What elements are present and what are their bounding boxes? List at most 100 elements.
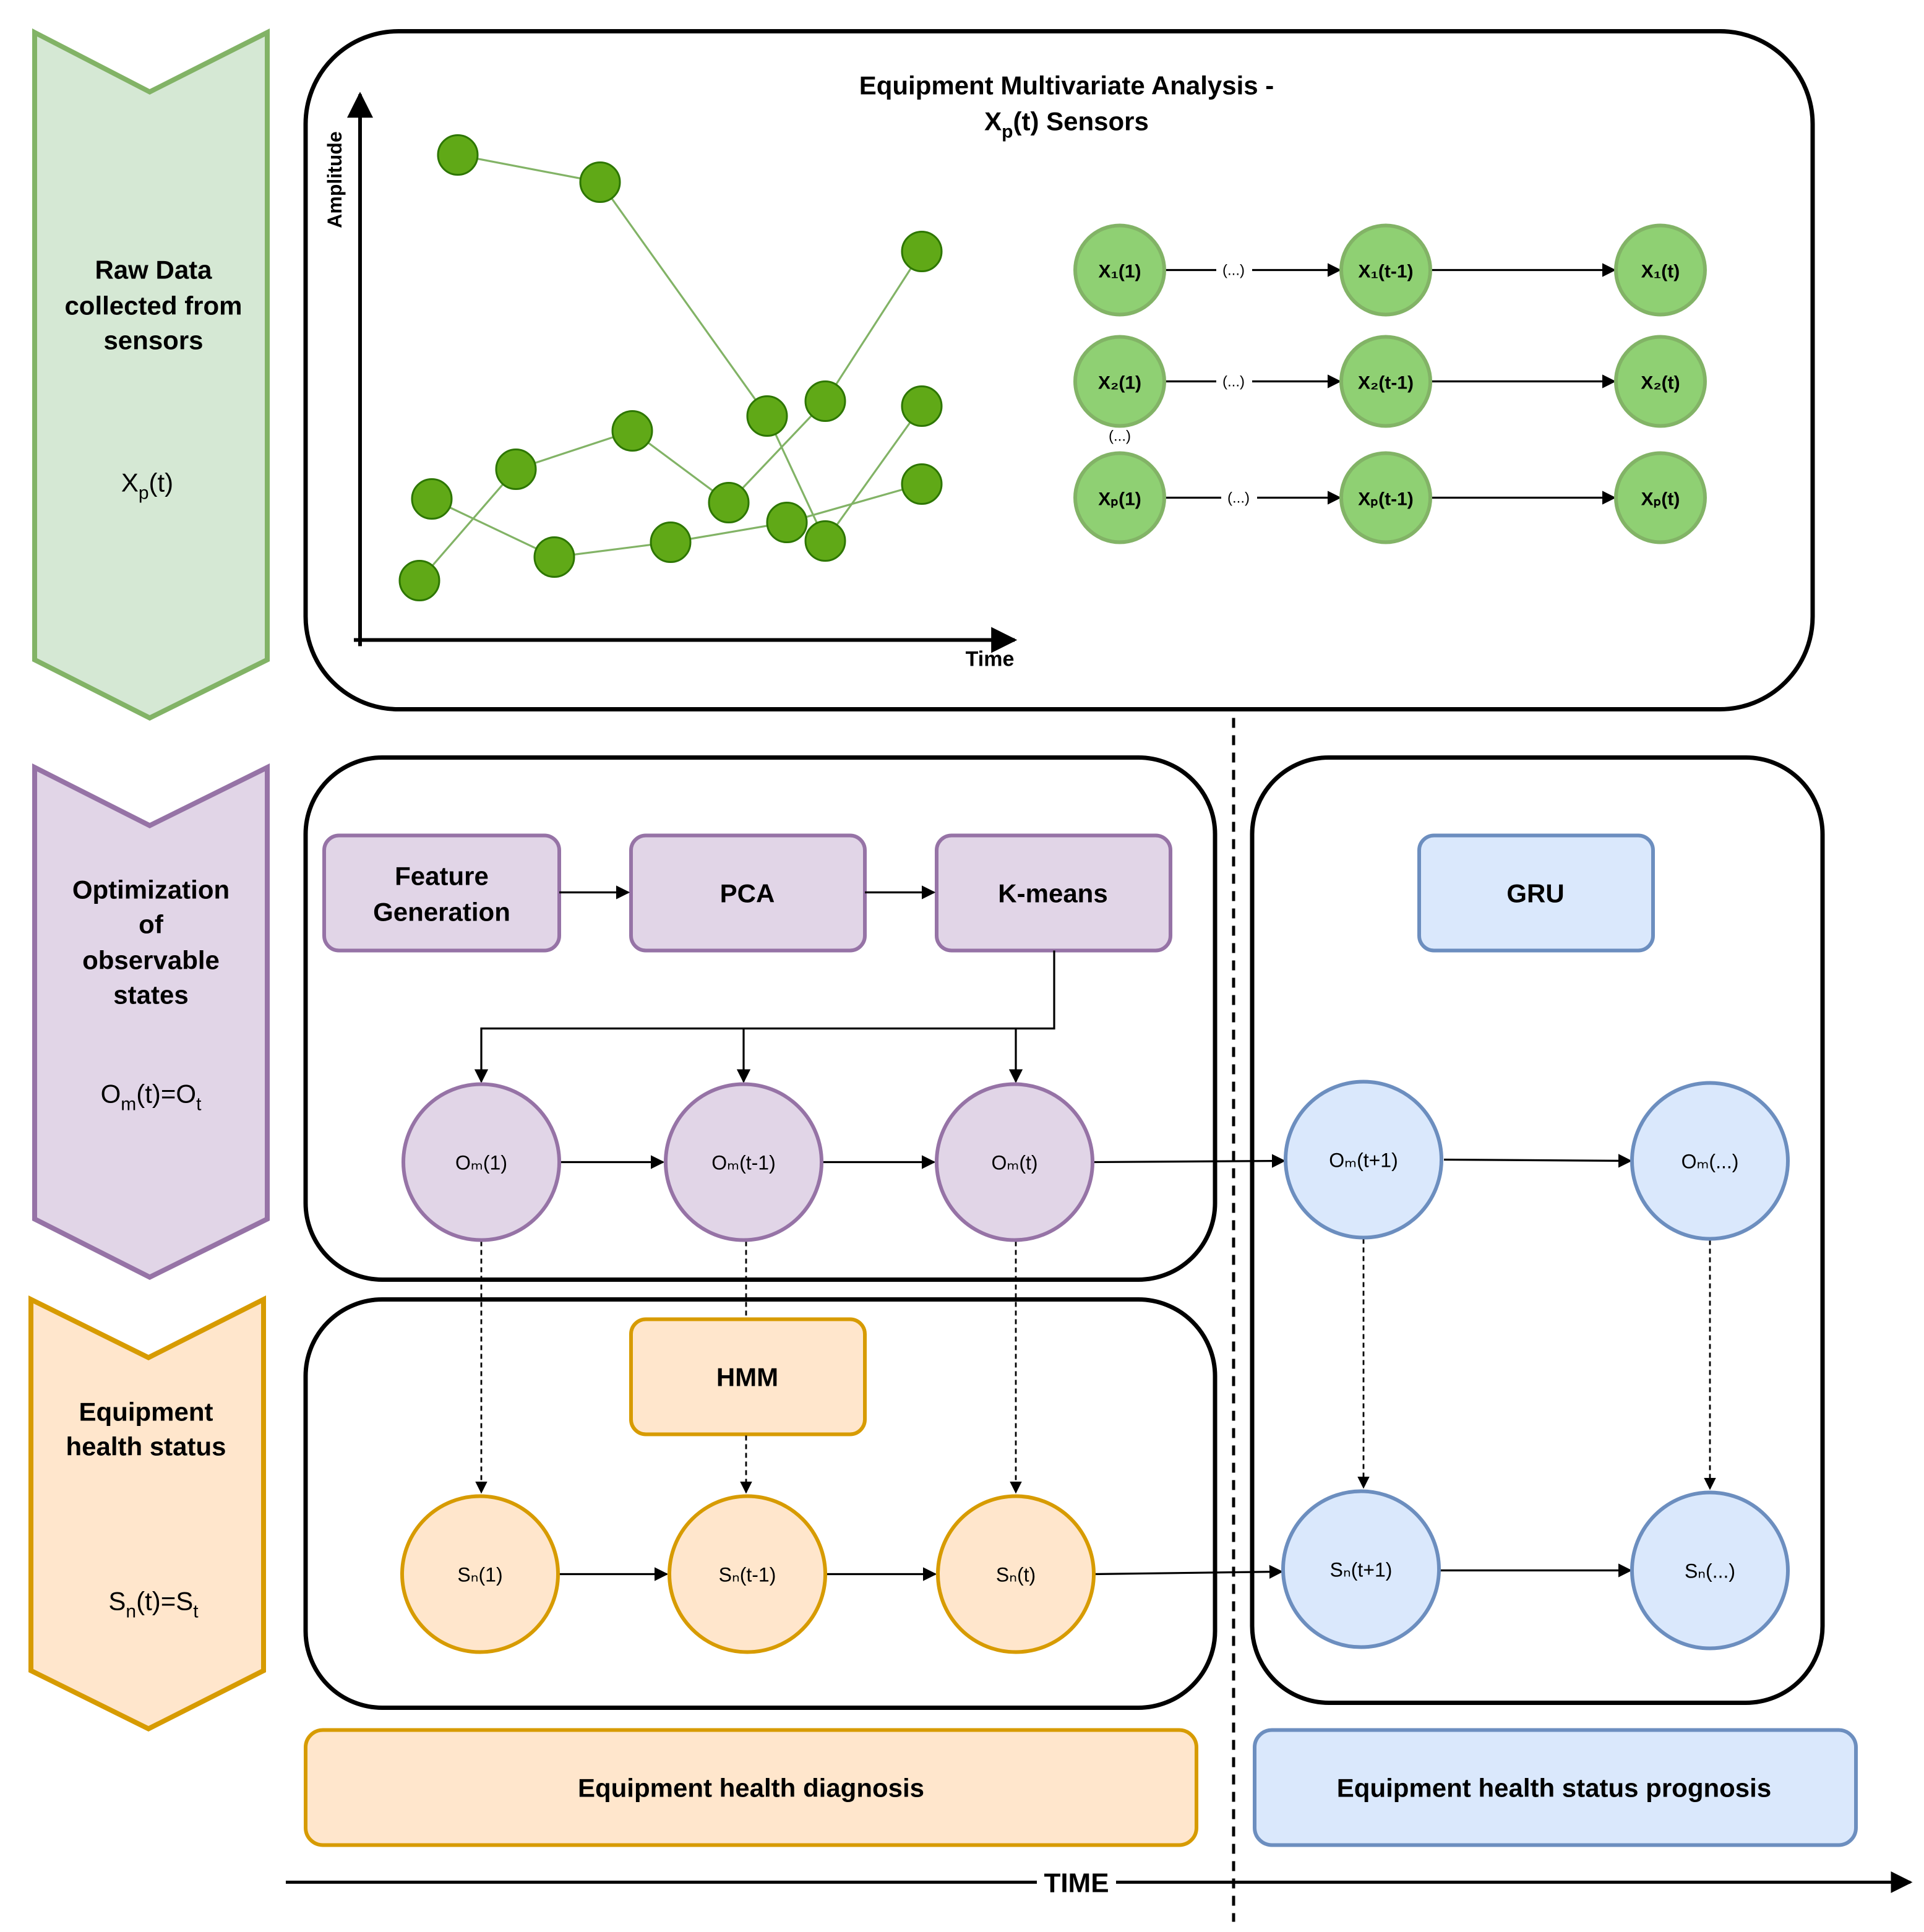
sensor-point	[901, 385, 943, 427]
multivariate-title-line1: Equipment Multivariate Analysis -	[859, 71, 1274, 100]
optimization-formula: Om(t)=Ot	[101, 1080, 202, 1115]
diagnosis-label: Equipment health diagnosis	[578, 1774, 924, 1803]
chain-ellipsis-3: (...)	[1227, 490, 1250, 507]
optimization-label-3: observable	[82, 946, 220, 975]
node-otp1-label: Oₘ(t+1)	[1329, 1149, 1398, 1172]
prognosis-box	[1253, 1728, 1858, 1847]
multivariate-title-line2: Xp(t) Sensors	[984, 107, 1149, 142]
kmeans-label: K-means	[998, 879, 1107, 908]
raw-data-label-3: sensors	[103, 326, 203, 355]
sensor-point	[495, 449, 537, 490]
node-otp1	[1284, 1080, 1443, 1240]
node-xp-1	[1073, 451, 1166, 544]
node-x2-t1	[1339, 335, 1432, 428]
sensor-point	[411, 478, 453, 520]
health-label-2: health status	[66, 1432, 226, 1461]
optimization-label-1: Optimization	[72, 875, 230, 904]
sensor-point	[611, 410, 653, 452]
node-sdots	[1630, 1490, 1790, 1651]
state-nodes	[400, 1489, 1790, 1654]
sensor-point	[804, 380, 846, 422]
pca-label: PCA	[720, 879, 775, 908]
hmm-box	[629, 1317, 867, 1436]
node-x1-t1-label: X₁(t-1)	[1358, 262, 1413, 282]
sensor-point	[533, 536, 575, 578]
node-st1-label: Sₙ(t-1)	[719, 1564, 776, 1586]
node-o1-label: Oₘ(1)	[455, 1152, 507, 1174]
node-x2-t	[1614, 335, 1707, 428]
health-label-1: Equipment	[79, 1397, 213, 1427]
chain-ellipsis-1: (...)	[1222, 262, 1245, 279]
node-ot1-label: Oₘ(t-1)	[711, 1152, 775, 1174]
node-sdots-label: Sₙ(...)	[1685, 1560, 1735, 1582]
node-x2-1-label: X₂(1)	[1098, 373, 1141, 393]
sensor-point	[901, 231, 943, 272]
sensor-chain-arrows	[1166, 263, 1617, 505]
health-formula: Sn(t)=St	[108, 1587, 199, 1622]
feature-generation-box	[322, 833, 561, 953]
node-st-label: Sₙ(t)	[996, 1564, 1036, 1586]
sensor-point	[804, 520, 846, 562]
node-o1	[402, 1082, 561, 1242]
node-xp-1-label: Xₚ(1)	[1098, 489, 1141, 510]
sensor-point	[437, 134, 479, 176]
sensor-point	[398, 560, 440, 601]
node-x1-1	[1073, 223, 1166, 317]
node-ot-label: Oₘ(t)	[991, 1152, 1037, 1174]
emission-arrows	[475, 1239, 1716, 1494]
sensor-point	[766, 502, 808, 543]
y-axis-label: Amplitude	[324, 131, 346, 228]
node-x2-t1-label: X₂(t-1)	[1358, 373, 1414, 393]
node-ot	[935, 1082, 1094, 1242]
node-odots-label: Oₘ(...)	[1681, 1151, 1739, 1173]
sensor-series-2	[418, 251, 923, 582]
prognosis-panel	[1250, 755, 1825, 1705]
node-x1-t1	[1339, 223, 1432, 317]
sensor-point	[579, 161, 621, 203]
observable-nodes	[402, 1080, 1790, 1242]
health-stage-arrow	[28, 1295, 266, 1732]
sensor-points	[398, 134, 943, 601]
feature-generation-label-2: Generation	[373, 898, 510, 927]
sensor-chain-nodes	[1073, 223, 1707, 544]
node-st	[936, 1494, 1096, 1654]
node-xp-t1	[1339, 451, 1432, 544]
pipeline-arrows	[474, 885, 1633, 1581]
chain-ellipsis-vertical: (...)	[1109, 428, 1131, 445]
raw-data-label-1: Raw Data	[95, 255, 212, 285]
node-st1	[668, 1494, 827, 1654]
sensor-point	[746, 395, 788, 437]
state-node-labels: Sₙ(1) Sₙ(t-1) Sₙ(t) Sₙ(t+1) Sₙ(...)	[457, 1559, 1735, 1586]
sensor-point	[708, 482, 750, 523]
node-ot1	[664, 1082, 823, 1242]
prognosis-label: Equipment health status prognosis	[1337, 1774, 1771, 1803]
node-x1-t	[1614, 223, 1707, 317]
node-xp-t	[1614, 451, 1707, 544]
node-odots	[1630, 1081, 1790, 1241]
node-xp-t-label: Xₚ(t)	[1641, 489, 1680, 510]
gru-box	[1417, 833, 1655, 953]
node-x1-1-label: X₁(1)	[1098, 262, 1141, 282]
node-x1-t-label: X₁(t)	[1641, 262, 1680, 282]
feature-generation-label-1: Feature	[395, 862, 489, 891]
gru-label: GRU	[1506, 879, 1564, 908]
node-stp1	[1281, 1489, 1441, 1649]
optimization-stage-arrow	[32, 763, 270, 1280]
observable-node-labels: Oₘ(1) Oₘ(t-1) Oₘ(t) Oₘ(t+1) Oₘ(...)	[455, 1149, 1738, 1174]
chain-ellipsis-2: (...)	[1222, 374, 1245, 390]
sensor-point	[650, 522, 692, 563]
node-s1	[400, 1494, 560, 1654]
node-xp-t1-label: Xₚ(t-1)	[1358, 489, 1414, 510]
diagnosis-box	[304, 1728, 1198, 1847]
node-stp1-label: Sₙ(t+1)	[1330, 1559, 1393, 1581]
sensor-chain-labels: X₁(1) X₁(t-1) X₁(t) X₂(1) X₂(t-1) X₂(t) …	[1098, 262, 1680, 510]
hmm-label: HMM	[716, 1363, 778, 1392]
node-s1-label: Sₙ(1)	[457, 1564, 502, 1586]
node-x2-t-label: X₂(t)	[1641, 373, 1680, 393]
sensor-point	[901, 463, 943, 505]
raw-data-label-2: collected from	[64, 291, 242, 320]
x-axis-label: Time	[966, 648, 1015, 671]
time-axis-label: TIME	[1044, 1868, 1109, 1899]
